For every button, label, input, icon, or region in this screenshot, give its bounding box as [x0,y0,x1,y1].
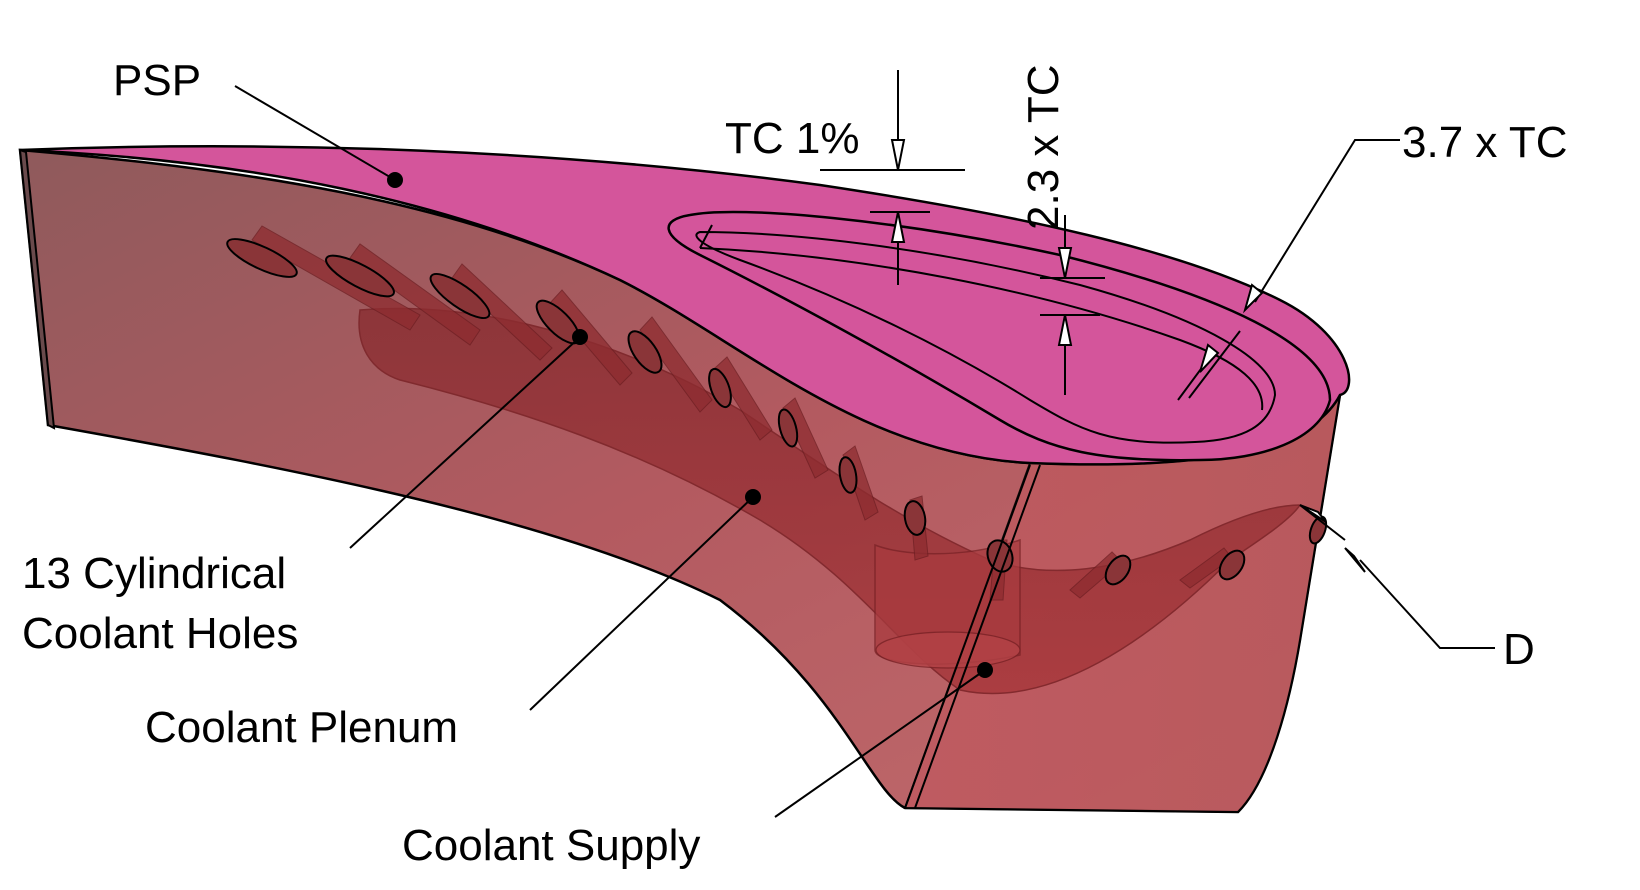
label-tc-3-7: 3.7 x TC [1402,118,1567,167]
coolant-hole [1104,554,1132,586]
label-holes-line1: 13 Cylindrical [22,549,286,598]
coolant-hole [708,367,732,409]
coolant-hole [1218,549,1246,581]
coolant-hole [226,238,298,278]
label-tc-2-3: 2.3 x TC [1019,65,1068,230]
dimension-d [1299,504,1495,649]
coolant-supply-bottom [875,631,1021,669]
coolant-hole [325,254,395,298]
label-supply: Coolant Supply [402,821,700,870]
leader-dot [387,172,403,188]
cut-line [914,464,1041,809]
coolant-hole [838,456,858,494]
squealer-cavity-outer [667,210,1332,462]
dimension-tc-3-7 [1177,139,1400,401]
dimension-tc-1pct [820,70,965,285]
label-diameter: D [1503,625,1535,674]
dimension-tc-2-3 [1040,215,1105,395]
coolant-hole [903,500,927,536]
hole-channels [251,225,1233,601]
coolant-plenum [358,307,1302,695]
leader-dot [572,329,588,345]
coolant-hole [777,408,799,448]
cut-line [904,464,1031,809]
leader-dot [977,662,993,678]
label-tc-1pct: TC 1% [725,114,859,163]
squealer-rim-line [699,224,713,249]
squealer-rim-line [699,247,1264,411]
label-holes-line2: Coolant Holes [22,609,298,658]
squealer-cavity-inner [695,230,1277,444]
coolant-holes [226,238,1328,586]
leader-dot [745,489,761,505]
label-plenum: Coolant Plenum [145,703,458,752]
label-psp: PSP [113,56,201,105]
leader-lines [234,85,1241,818]
coolant-hole [429,272,491,320]
coolant-hole [627,330,663,374]
